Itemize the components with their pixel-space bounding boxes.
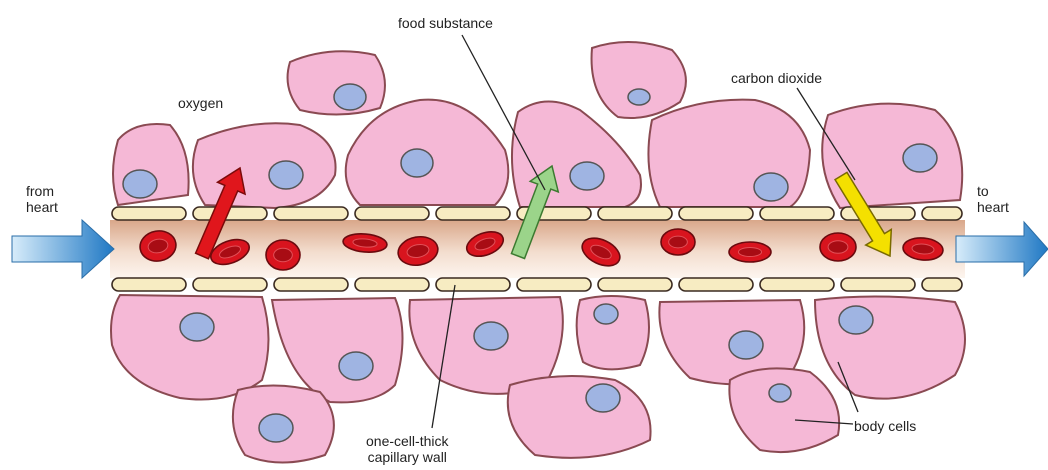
- blood-flow-in-arrow: [12, 220, 114, 278]
- from-heart-label: from heart: [26, 183, 58, 215]
- nucleus: [339, 352, 373, 380]
- wall-cell: [193, 278, 267, 291]
- wall-cell: [760, 207, 834, 220]
- wall-cell: [112, 207, 186, 220]
- nucleus: [269, 161, 303, 189]
- body-cell: [288, 51, 385, 114]
- oxygen-label: oxygen: [178, 95, 223, 111]
- nucleus: [729, 331, 763, 359]
- wall-cell: [436, 207, 510, 220]
- wall-cell: [274, 278, 348, 291]
- capillary-wall-label: one-cell-thick capillary wall: [366, 433, 448, 465]
- to-heart-label: to heart: [977, 183, 1009, 215]
- nucleus: [754, 173, 788, 201]
- red-blood-cell: [729, 242, 771, 262]
- nucleus: [123, 170, 157, 198]
- wall-cell: [760, 278, 834, 291]
- wall-cell: [598, 278, 672, 291]
- body-cell: [815, 296, 965, 398]
- red-blood-cell: [266, 240, 300, 270]
- wall-cell: [355, 278, 429, 291]
- nucleus: [334, 84, 366, 110]
- nucleus: [839, 306, 873, 334]
- red-blood-cell: [820, 233, 856, 261]
- nucleus: [401, 149, 433, 177]
- wall-cell: [274, 207, 348, 220]
- wall-cell: [598, 207, 672, 220]
- body-cell: [729, 368, 839, 452]
- body-cell: [111, 295, 269, 400]
- nucleus: [769, 384, 791, 402]
- nucleus: [586, 384, 620, 412]
- food-substance-label: food substance: [398, 15, 493, 31]
- wall-cell: [355, 207, 429, 220]
- nucleus: [180, 313, 214, 341]
- carbon-dioxide-label: carbon dioxide: [731, 70, 822, 86]
- blood-flow-out-arrow: [956, 222, 1048, 276]
- nucleus: [594, 304, 618, 324]
- nucleus: [903, 144, 937, 172]
- wall-cell: [922, 278, 962, 291]
- body-cell: [592, 42, 686, 118]
- wall-cell: [841, 278, 915, 291]
- wall-cell: [517, 278, 591, 291]
- wall-cell: [436, 278, 510, 291]
- body-cell: [193, 123, 336, 208]
- wall-cell: [679, 207, 753, 220]
- nucleus: [259, 414, 293, 442]
- wall-cell: [112, 278, 186, 291]
- nucleus: [474, 322, 508, 350]
- wall-cell: [922, 207, 962, 220]
- nucleus: [628, 89, 650, 105]
- wall-cell: [679, 278, 753, 291]
- nucleus: [570, 162, 604, 190]
- body-cells-label: body cells: [854, 418, 916, 434]
- red-blood-cell: [661, 229, 695, 255]
- body-cell: [508, 376, 651, 458]
- lower-body-cells: [111, 295, 965, 463]
- capillary-wall-bottom: [112, 278, 962, 291]
